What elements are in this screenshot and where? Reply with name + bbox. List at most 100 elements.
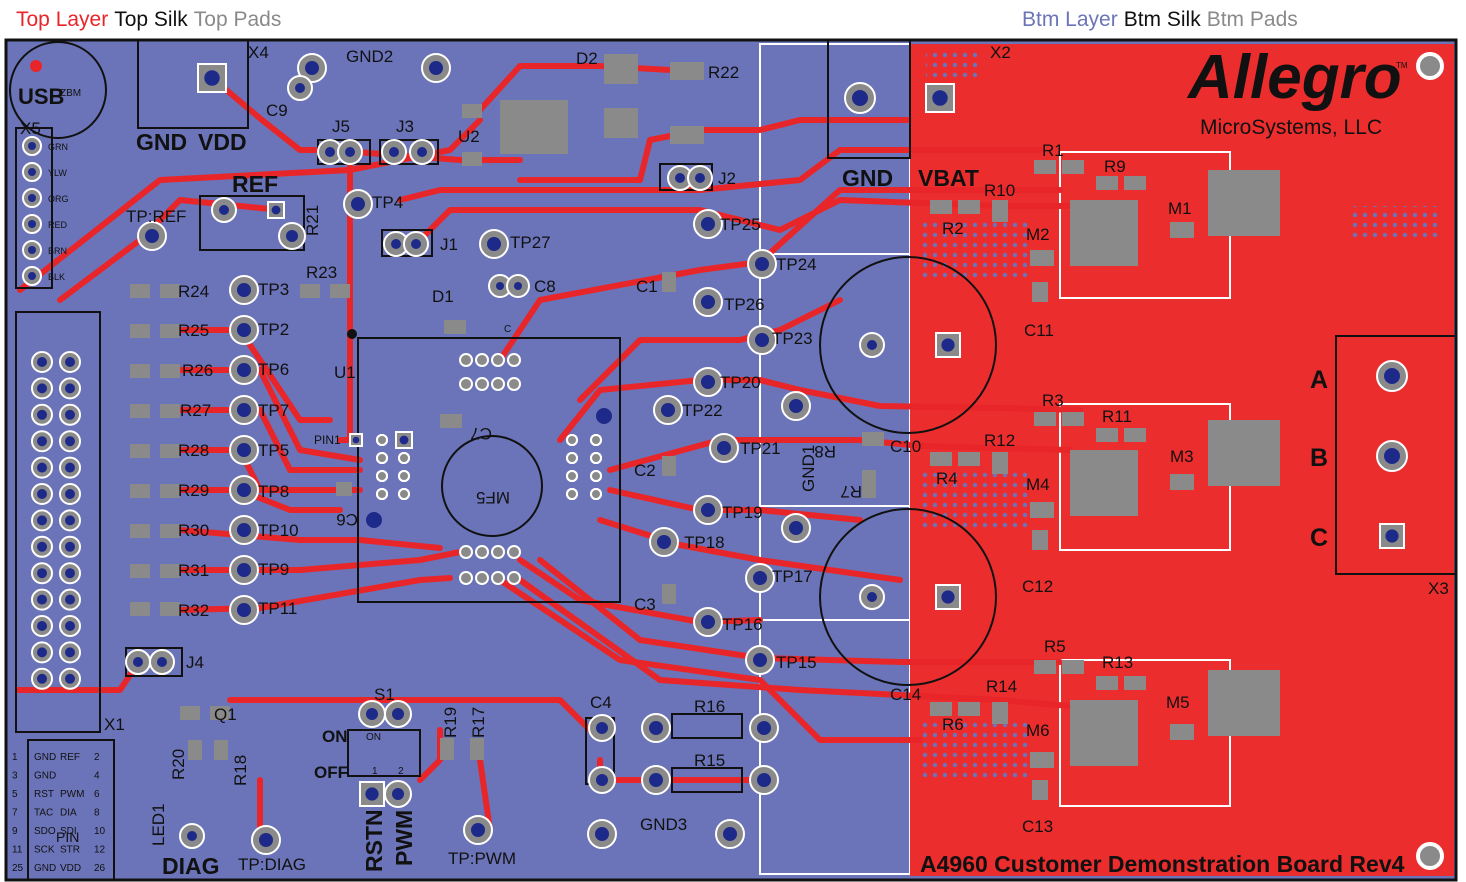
ref-label: R6	[942, 715, 964, 734]
branding: Allegro TM MicroSystems, LLC A4960 Custo…	[920, 43, 1408, 877]
big-labels: USB GND VDD REF GND VBAT DIAG ON OFF A B…	[18, 84, 1328, 879]
ref-label: R32	[178, 601, 209, 620]
pin-map-cell: GND	[34, 771, 56, 782]
pin-map-cell: SDO	[34, 826, 56, 837]
usb-wire-label: YLW	[48, 168, 67, 178]
ref-label: R17	[469, 707, 488, 738]
ref-label: TP19	[722, 503, 763, 522]
ref-label: TP4	[372, 193, 403, 212]
ref-label: R4	[936, 469, 958, 488]
ref-label: C14	[890, 685, 921, 704]
mounting-holes	[9, 41, 1444, 870]
pin1-label: PIN1	[314, 433, 341, 447]
ref-label: TP26	[724, 295, 765, 314]
ref-label: D1	[432, 287, 454, 306]
ref-label: ZBM	[60, 88, 81, 99]
ref-label: 2	[398, 766, 404, 777]
diag-label: DIAG	[162, 853, 220, 879]
ref-label: R23	[306, 263, 337, 282]
ref-label: TP27	[510, 233, 551, 252]
ref-label: R1	[1042, 141, 1064, 160]
ref-label: TP:DIAG	[238, 855, 306, 874]
pin-map-cell: DIA	[60, 808, 77, 819]
ref-label: R12	[984, 431, 1015, 450]
ref-label: TP2	[258, 320, 289, 339]
ref-label: TP:PWM	[448, 849, 516, 868]
pin-map-cell: SDI	[60, 826, 77, 837]
ref-label: TP9	[258, 560, 289, 579]
ref-label: TP8	[258, 482, 289, 501]
pin-map-cell: GND	[34, 863, 56, 874]
ref-label: R21	[303, 205, 322, 236]
board-title: A4960 Customer Demonstration Board Rev4	[920, 851, 1405, 877]
ref-label: R31	[178, 561, 209, 580]
ref-label: R24	[178, 282, 209, 301]
ref-label: TP6	[258, 360, 289, 379]
ref-label: TP16	[722, 615, 763, 634]
ref-label: R20	[169, 749, 188, 780]
phase-b-label: B	[1310, 444, 1328, 472]
ref-label: TP25	[720, 215, 761, 234]
ref-label: U2	[458, 127, 480, 146]
pwm-label: PWM	[391, 810, 417, 866]
ref-label: M2	[1026, 225, 1050, 244]
pin-map-cell: 26	[94, 863, 106, 874]
ref-label: R25	[178, 321, 209, 340]
ref-label: M3	[1170, 447, 1194, 466]
pin-map-cell: 3	[12, 771, 18, 782]
pin-map-cell: 25	[12, 863, 24, 874]
ref-label: C6	[336, 510, 358, 529]
pin-map-cell: TAC	[34, 808, 53, 819]
ref-label: TP11	[258, 599, 297, 618]
ref-label: X2	[990, 43, 1011, 62]
ref-label: S1	[374, 685, 395, 704]
ref-label: TP3	[258, 280, 289, 299]
pin-map-cell: PWM	[60, 789, 84, 800]
ref-label: D2	[576, 49, 598, 68]
pin-map-cell: 10	[94, 826, 106, 837]
pin-map-title: PIN	[56, 829, 79, 845]
ref-label: C9	[266, 101, 288, 120]
ref-label: R26	[182, 361, 213, 380]
ref-label: R18	[231, 755, 250, 786]
pin-map-cell: 5	[12, 789, 18, 800]
ref-label: TP15	[776, 653, 817, 672]
ref-label: M5	[1166, 693, 1190, 712]
legend-top-layer: Top Layer	[16, 8, 109, 31]
thermal-via-arrays	[918, 50, 1442, 780]
ref-label: 1	[372, 766, 378, 777]
pin-map-cell: STR	[60, 845, 80, 856]
usb-wire-label: BLK	[48, 272, 65, 282]
ref-label: GND1	[799, 445, 818, 492]
ref-label: R29	[178, 481, 209, 500]
ref-label: J5	[332, 117, 350, 136]
ref-label: TP24	[776, 255, 817, 274]
phase-a-label: A	[1310, 366, 1328, 394]
ref-label: TP:REF	[126, 207, 186, 226]
ref-label: C11	[1024, 321, 1054, 340]
pin-map-cell: GND	[34, 752, 56, 763]
phase-c-label: C	[1310, 524, 1328, 552]
ref-label: R11	[1102, 407, 1132, 426]
gnd-bat-label: GND	[842, 165, 893, 191]
ref-label: TP18	[684, 533, 725, 552]
ref-label: TP5	[258, 441, 289, 460]
usb-wire-label: GRN	[48, 142, 68, 152]
ref-label: C4	[590, 693, 612, 712]
ref-label: X5	[20, 119, 41, 138]
usb-wire-label: ORG	[48, 194, 69, 204]
ref-label: M4	[1026, 475, 1050, 494]
ref-label: R5	[1044, 637, 1066, 656]
ref-label: R3	[1042, 391, 1064, 410]
ref-label: R13	[1102, 653, 1133, 672]
ref-label: R8	[814, 442, 836, 461]
pin-map-cell: 7	[12, 808, 18, 819]
pin-map-cell: 8	[94, 808, 100, 819]
ref-label: J2	[718, 169, 736, 188]
legend-top-silk: Top Silk	[114, 8, 188, 31]
ref-label: C3	[634, 595, 656, 614]
usb-wire-label: RED	[48, 220, 68, 230]
